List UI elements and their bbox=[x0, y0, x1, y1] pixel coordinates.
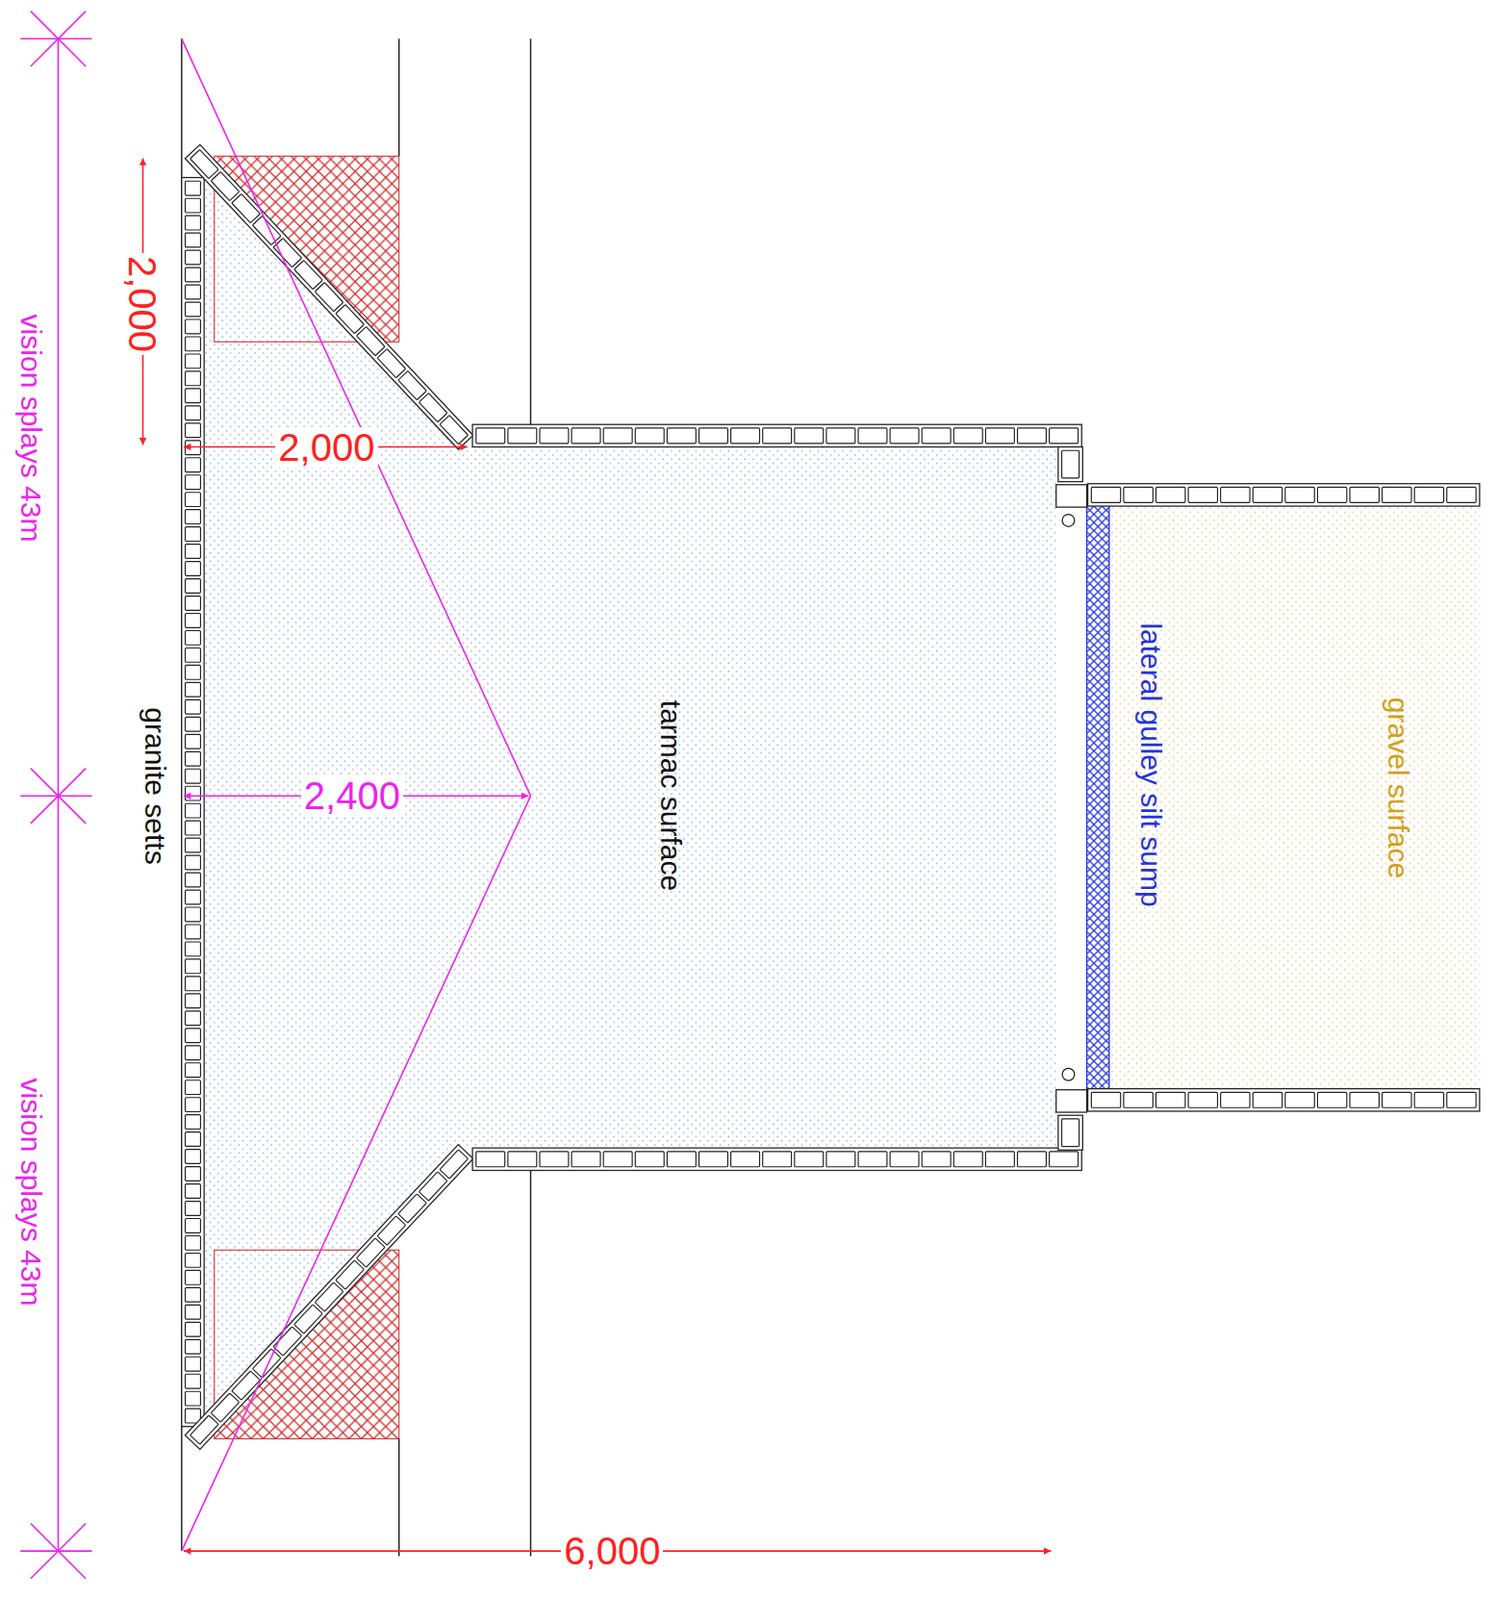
surface-label: lateral gulley silt sump bbox=[1135, 620, 1167, 911]
cleared-verge bbox=[214, 1249, 400, 1439]
cleared-verge bbox=[214, 155, 400, 342]
gate-hinge bbox=[1062, 1067, 1075, 1081]
boundary-line bbox=[530, 38, 532, 427]
dimension-tick bbox=[30, 768, 86, 824]
boundary-line bbox=[398, 38, 400, 156]
gate-hinge bbox=[1062, 514, 1075, 528]
sett-edging bbox=[472, 1147, 1082, 1170]
dimension-tick bbox=[30, 1523, 86, 1578]
dimension-label: 2,400 bbox=[301, 775, 404, 816]
verge-outline bbox=[214, 1249, 400, 1439]
dimension-label: 2,000 bbox=[275, 427, 378, 468]
sett-edging bbox=[184, 1144, 473, 1450]
dimension-tick bbox=[20, 1549, 92, 1552]
gate-post bbox=[1056, 1090, 1088, 1113]
surface-label: gravel surface bbox=[1382, 694, 1414, 882]
dimension-tick bbox=[30, 11, 86, 67]
dimension-label: vision splays 43m bbox=[15, 1074, 47, 1309]
dimension-tick bbox=[20, 38, 92, 41]
sett-edging bbox=[1088, 483, 1480, 507]
tarmac-area bbox=[202, 179, 1057, 1427]
surface-label: tarmac surface bbox=[655, 697, 686, 894]
sett-edging bbox=[1058, 447, 1083, 483]
verge-outline bbox=[214, 155, 400, 342]
dimension-label: vision splays 43m bbox=[15, 311, 47, 546]
dimension-tick bbox=[30, 1523, 86, 1578]
dimension-label: 6,000 bbox=[560, 1530, 663, 1572]
boundary-line bbox=[530, 1167, 532, 1556]
boundary-line bbox=[398, 1438, 400, 1556]
dimension-label: 2,000 bbox=[122, 253, 163, 356]
sett-edging bbox=[181, 177, 204, 1427]
sett-edging bbox=[472, 424, 1082, 447]
gravel-area bbox=[1109, 505, 1480, 1091]
vision-splay bbox=[181, 38, 532, 1551]
silt-sump-outline bbox=[1087, 505, 1110, 1091]
dimension-tick bbox=[20, 794, 92, 797]
silt-sump bbox=[1087, 505, 1110, 1091]
surface-label: granite setts bbox=[139, 704, 171, 867]
sett-edging bbox=[1088, 1089, 1480, 1112]
sett-edging bbox=[184, 144, 473, 450]
gate-post bbox=[1056, 484, 1088, 508]
dimension-tick bbox=[30, 768, 86, 824]
sett-edging bbox=[1058, 1115, 1083, 1150]
dimension-tick bbox=[30, 11, 86, 67]
